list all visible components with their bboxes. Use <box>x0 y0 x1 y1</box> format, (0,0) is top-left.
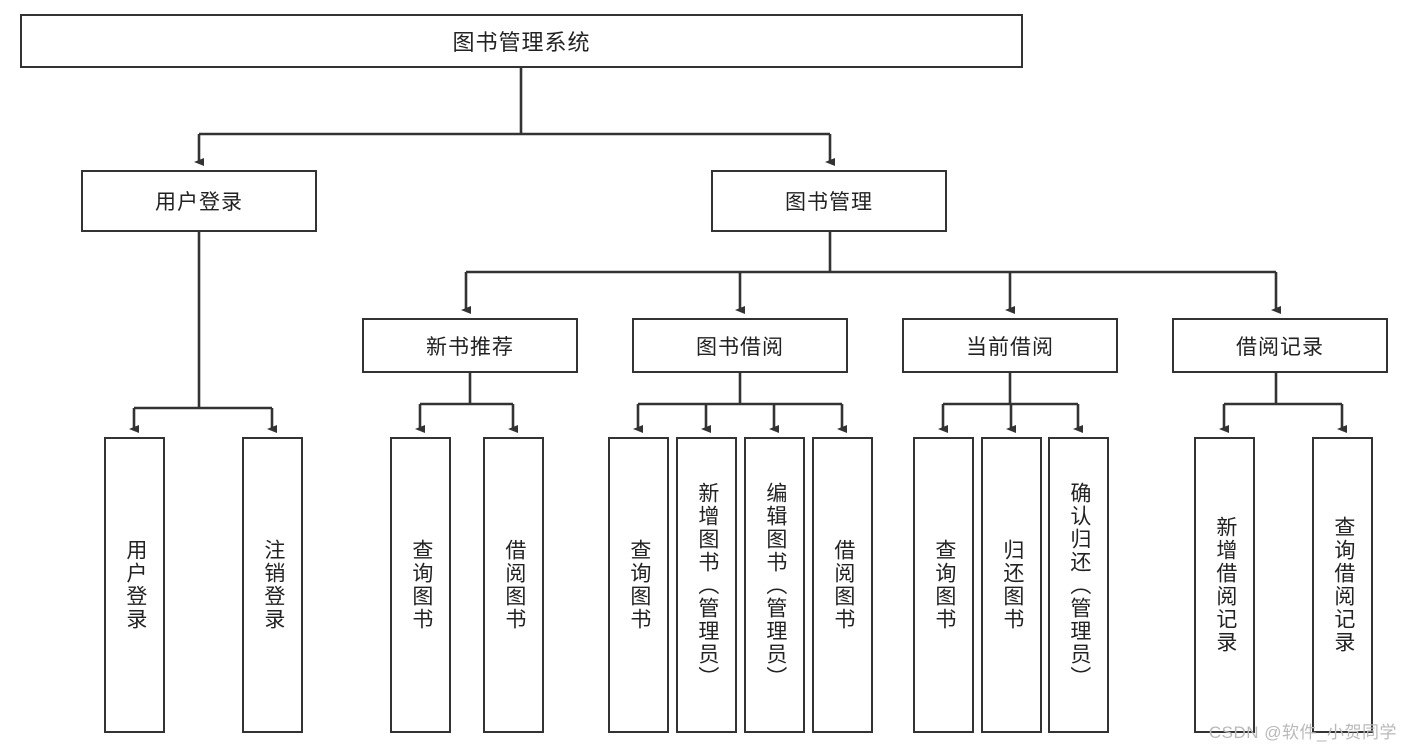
node-label: 注销登录 <box>261 539 285 631</box>
node-leaf-add-book[interactable]: 新增图书（管理员） <box>676 437 737 733</box>
node-label: 图书管理系统 <box>452 30 591 55</box>
node-user-login[interactable]: 用户登录 <box>81 170 317 232</box>
node-root-system[interactable]: 图书管理系统 <box>20 14 1023 68</box>
node-leaf-query-book-3[interactable]: 查询图书 <box>913 437 974 733</box>
node-label: 借阅记录 <box>1236 335 1324 359</box>
node-label: 新增借阅记录 <box>1213 516 1237 654</box>
node-label: 借阅图书 <box>502 539 526 631</box>
node-label: 用户登录 <box>123 539 147 631</box>
node-leaf-user-login[interactable]: 用户登录 <box>104 437 165 733</box>
node-leaf-return-book[interactable]: 归还图书 <box>981 437 1042 733</box>
node-leaf-query-record[interactable]: 查询借阅记录 <box>1312 437 1373 733</box>
node-book-borrow[interactable]: 图书借阅 <box>632 318 848 373</box>
node-leaf-borrow-book-2[interactable]: 借阅图书 <box>812 437 873 733</box>
node-leaf-query-book-1[interactable]: 查询图书 <box>390 437 451 733</box>
node-leaf-edit-book[interactable]: 编辑图书（管理员） <box>744 437 805 733</box>
node-leaf-confirm-return[interactable]: 确认归还（管理员） <box>1048 437 1109 733</box>
node-label: 新增图书（管理员） <box>695 481 719 689</box>
node-label: 借阅图书 <box>831 539 855 631</box>
node-label: 当前借阅 <box>966 335 1054 359</box>
node-label: 归还图书 <box>1000 539 1024 631</box>
node-label: 图书借阅 <box>696 335 784 359</box>
node-label: 新书推荐 <box>426 335 514 359</box>
node-label: 编辑图书（管理员） <box>763 481 787 689</box>
node-label: 查询图书 <box>627 539 651 631</box>
node-book-manage[interactable]: 图书管理 <box>711 170 947 232</box>
node-label: 图书管理 <box>785 191 873 214</box>
node-new-book-rec[interactable]: 新书推荐 <box>362 318 578 373</box>
node-leaf-user-logout[interactable]: 注销登录 <box>242 437 303 733</box>
node-current-borrow[interactable]: 当前借阅 <box>902 318 1118 373</box>
node-leaf-query-book-2[interactable]: 查询图书 <box>608 437 669 733</box>
node-label: 查询借阅记录 <box>1331 516 1355 654</box>
node-label: 确认归还（管理员） <box>1067 481 1091 689</box>
node-label: 用户登录 <box>155 191 243 214</box>
watermark-text: CSDN @软件_小贺同学 <box>1208 723 1397 742</box>
node-borrow-record[interactable]: 借阅记录 <box>1172 318 1388 373</box>
node-label: 查询图书 <box>409 539 433 631</box>
node-label: 查询图书 <box>932 539 956 631</box>
node-leaf-add-record[interactable]: 新增借阅记录 <box>1194 437 1255 733</box>
node-leaf-borrow-book-1[interactable]: 借阅图书 <box>483 437 544 733</box>
